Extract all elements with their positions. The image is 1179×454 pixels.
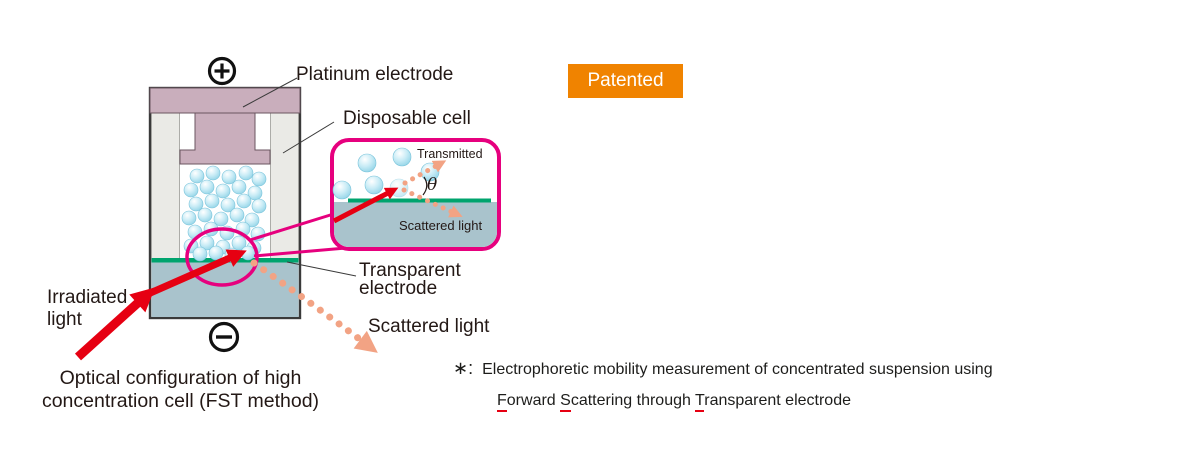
footnote-marker: ∗: (453, 358, 474, 378)
particle-dot (208, 245, 224, 261)
disposable-pointer-line (282, 121, 335, 154)
particle-dot (236, 193, 252, 209)
particle-dot (183, 182, 199, 198)
particle-dot (199, 235, 215, 251)
inset-scattered-light-label: Scattered light (399, 218, 483, 233)
particle-dot (188, 196, 204, 212)
transparent-electrode-label: Transparent electrode (359, 260, 461, 299)
particle-dot (251, 171, 267, 187)
patented-badge: Patented (568, 64, 683, 98)
particle-dot (204, 193, 220, 209)
inset-scattered-beam (401, 187, 463, 218)
scattering-angle-arc (422, 176, 428, 196)
footnote-text: Electrophoretic mobility measurement of … (482, 361, 993, 378)
callout-line-top (249, 210, 341, 242)
particle-dot (199, 179, 215, 195)
theta-symbol: θ (427, 175, 438, 195)
particle-dot (213, 211, 229, 227)
footnote-line2: Forward Scattering through Transparent e… (497, 392, 851, 412)
footnote-line2-part: ransparent electrode (704, 392, 851, 409)
inset-transparent-electrode (348, 198, 491, 203)
particle-suspension (181, 165, 267, 263)
cell-wall-right (270, 112, 299, 261)
footnote-line2-part: cattering through (570, 392, 696, 409)
footnote-line1: ∗: Electrophoretic mobility measurement o… (453, 358, 993, 379)
particle-dot (189, 168, 205, 184)
footnote-line2-part: orward (506, 392, 561, 409)
scattered-light-label: Scattered light (368, 316, 490, 337)
scattered-beam-dotted (250, 259, 378, 353)
particle-dot (220, 197, 236, 213)
particle-dot (231, 179, 247, 195)
particle-dot (238, 165, 254, 181)
inset-particles (332, 147, 440, 200)
platinum-electrode-plug (179, 112, 271, 165)
callout-line-bottom (253, 246, 347, 258)
disposable-cell-label: Disposable cell (343, 108, 471, 129)
particle-dot (240, 245, 256, 261)
particle-dot (364, 175, 384, 195)
irradiated-beam-inner (146, 249, 247, 298)
platinum-electrode-cap (149, 87, 301, 114)
particle-dot (244, 212, 260, 228)
platinum-pointer-line (242, 77, 298, 108)
particle-dot (215, 183, 231, 199)
glass-block (151, 262, 299, 317)
fst-initial-f: F (497, 392, 507, 412)
transparent-pointer-line (286, 261, 357, 277)
inset-transmitted-beam (402, 160, 447, 186)
particle-dot (221, 169, 237, 185)
particle-dot (392, 147, 412, 167)
cell-wall-left (151, 112, 180, 261)
positive-terminal-icon (207, 56, 237, 86)
particle-dot (205, 165, 221, 181)
particle-dot (357, 153, 377, 173)
inset-incident-beam (332, 187, 399, 224)
particle-dot (251, 198, 267, 214)
fst-initial-s: S (560, 392, 571, 412)
particle-dot (192, 246, 208, 262)
particle-dot (181, 210, 197, 226)
transmitted-label: Transmitted (417, 147, 483, 161)
particle-dot (229, 207, 245, 223)
irradiated-light-label: Irradiated light (47, 287, 128, 330)
particle-dot (197, 207, 213, 223)
negative-terminal-icon (208, 321, 240, 353)
irradiated-beam-outer (74, 287, 156, 361)
platinum-electrode-label: Platinum electrode (296, 64, 454, 85)
figure-caption: Optical configuration of high concentrat… (41, 367, 320, 412)
particle-dot (332, 180, 352, 200)
fst-initial-t: T (695, 392, 705, 412)
